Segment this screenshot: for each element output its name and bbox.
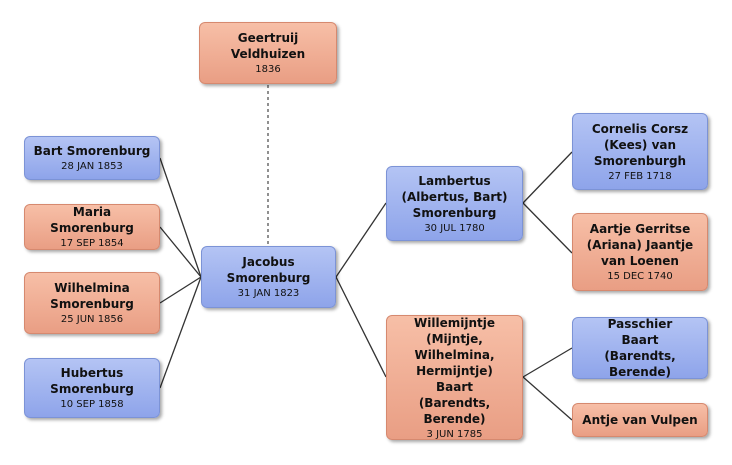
person-passchier-baart[interactable]: Passchier Baart (Barendts, Berende) bbox=[572, 317, 708, 379]
person-wilhelmina-smorenburg[interactable]: Wilhelmina Smorenburg 25 JUN 1856 bbox=[24, 272, 160, 334]
person-name: Geertruij Veldhuizen bbox=[230, 31, 306, 61]
person-date: 28 JAN 1853 bbox=[61, 161, 123, 172]
person-date: 1836 bbox=[255, 64, 281, 75]
parent-link-lambertus bbox=[335, 202, 387, 278]
person-name: Wilhelmina Smorenburg bbox=[50, 281, 134, 311]
person-name: Jacobus Smorenburg bbox=[226, 255, 311, 285]
person-name: Bart Smorenburg bbox=[33, 144, 151, 158]
parent-link-willemijntje bbox=[335, 276, 387, 378]
person-name: Hubertus Smorenburg bbox=[50, 366, 134, 396]
child-link-maria bbox=[159, 226, 202, 278]
person-date: 25 JUN 1856 bbox=[60, 314, 124, 325]
person-lambertus-smorenburg[interactable]: Lambertus (Albertus, Bart) Smorenburg 30… bbox=[386, 166, 523, 241]
person-date: 31 JAN 1823 bbox=[237, 288, 300, 299]
parent-link-aartje bbox=[522, 202, 573, 254]
parent-link-antje bbox=[522, 376, 573, 421]
person-date: 27 FEB 1718 bbox=[608, 170, 672, 182]
person-name: Willemijntje (Mijntje, Wilhelmina, Hermi… bbox=[414, 315, 495, 426]
child-link-hubertus bbox=[159, 276, 202, 389]
person-geertruij-veldhuizen[interactable]: Geertruij Veldhuizen 1836 bbox=[199, 22, 337, 84]
parent-link-cornelis bbox=[522, 151, 573, 204]
person-name: Maria Smorenburg bbox=[50, 205, 134, 235]
parent-link-passchier bbox=[522, 347, 573, 378]
person-maria-smorenburg[interactable]: Maria Smorenburg 17 SEP 1854 bbox=[24, 204, 160, 250]
person-date: 15 DEC 1740 bbox=[607, 271, 673, 282]
person-date: 17 SEP 1854 bbox=[60, 238, 124, 249]
person-antje-van-vulpen[interactable]: Antje van Vulpen bbox=[572, 403, 708, 437]
person-willemijntje-baart[interactable]: Willemijntje (Mijntje, Wilhelmina, Hermi… bbox=[386, 315, 523, 440]
child-link-wilhelmina bbox=[159, 276, 202, 304]
person-hubertus-smorenburg[interactable]: Hubertus Smorenburg 10 SEP 1858 bbox=[24, 358, 160, 418]
person-name: Antje van Vulpen bbox=[582, 413, 698, 427]
child-link-bart bbox=[159, 157, 202, 278]
person-name: Cornelis Corsz (Kees) van Smorenburgh bbox=[591, 121, 689, 168]
person-date: 30 JUL 1780 bbox=[424, 222, 485, 234]
person-name: Passchier Baart (Barendts, Berende) bbox=[604, 317, 676, 379]
person-aartje-van-loenen[interactable]: Aartje Gerritse (Ariana) Jaantje van Loe… bbox=[572, 213, 708, 291]
person-date: 10 SEP 1858 bbox=[60, 399, 124, 410]
person-date: 3 JUN 1785 bbox=[426, 428, 483, 440]
person-cornelis-van-smorenburgh[interactable]: Cornelis Corsz (Kees) van Smorenburgh 27… bbox=[572, 113, 708, 190]
person-name: Aartje Gerritse (Ariana) Jaantje van Loe… bbox=[586, 222, 694, 268]
person-name: Lambertus (Albertus, Bart) Smorenburg bbox=[401, 173, 508, 220]
person-bart-smorenburg[interactable]: Bart Smorenburg 28 JAN 1853 bbox=[24, 136, 160, 180]
person-jacobus-smorenburg[interactable]: Jacobus Smorenburg 31 JAN 1823 bbox=[201, 246, 336, 308]
